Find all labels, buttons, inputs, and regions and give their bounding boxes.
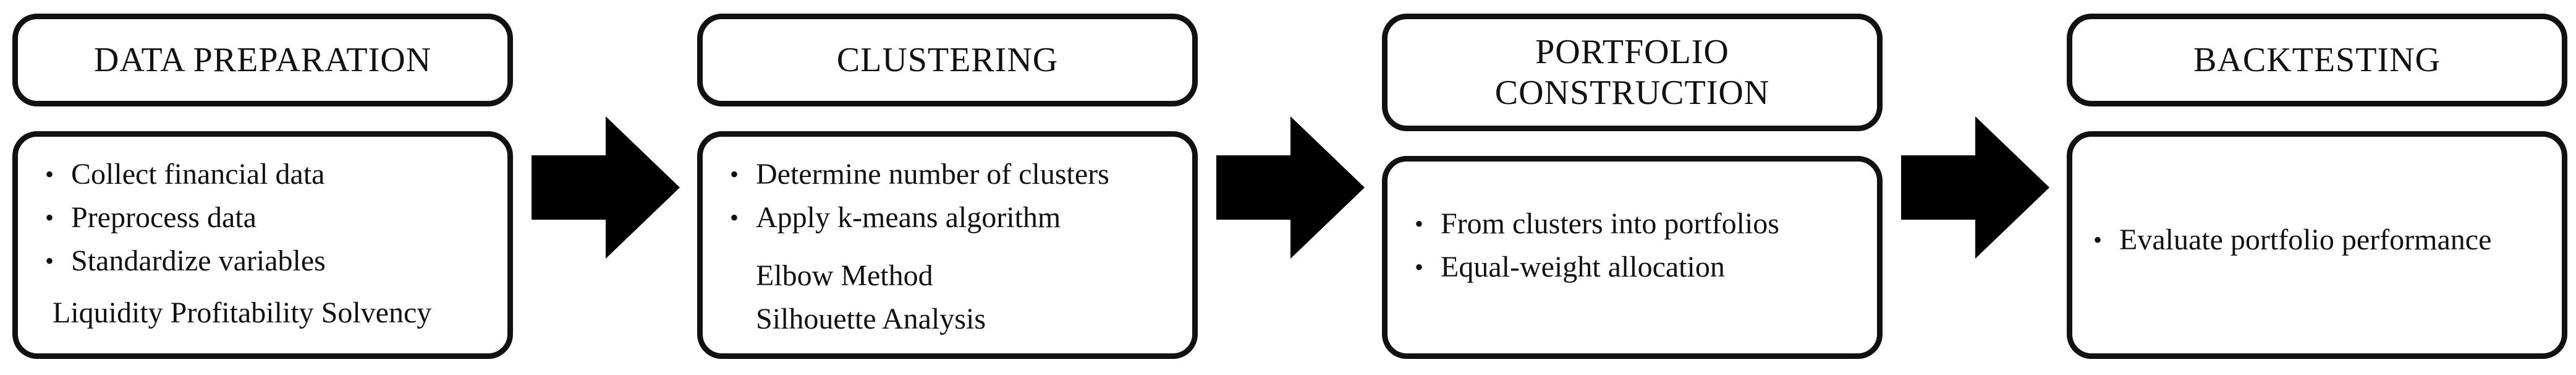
bullet-icon: • bbox=[45, 160, 54, 188]
sub-label: Silhouette Analysis bbox=[756, 303, 986, 335]
flow-arrow-icon bbox=[532, 116, 680, 259]
list-item: •Apply k-means algorithm bbox=[726, 196, 1192, 239]
stage-title: CLUSTERING bbox=[836, 41, 1059, 79]
bullet-icon: • bbox=[1415, 253, 1424, 281]
stage-backtesting-content-box: •Evaluate portfolio performance bbox=[2067, 131, 2567, 359]
stage-portfolio-construction-title-box: PORTFOLIO CONSTRUCTION bbox=[1382, 14, 1883, 131]
stage-title: DATA PREPARATION bbox=[93, 41, 432, 79]
list-item: •Collect financial data bbox=[41, 153, 507, 196]
stage-clustering-title-box: CLUSTERING bbox=[697, 14, 1198, 106]
bullet-icon: • bbox=[730, 160, 739, 188]
list-item: •Determine number of clusters bbox=[726, 153, 1192, 196]
list-item: •Evaluate portfolio performance bbox=[2090, 218, 2562, 262]
stage-backtesting-title-box: BACKTESTING bbox=[2067, 14, 2567, 106]
flow-arrow-icon bbox=[1901, 116, 2049, 259]
stage-data-preparation-content-box: •Collect financial data •Preprocess data… bbox=[12, 131, 513, 359]
bullet-list: •Determine number of clusters •Apply k-m… bbox=[726, 153, 1192, 239]
stage-portfolio-construction-content-box: •From clusters into portfolios •Equal-we… bbox=[1382, 156, 1883, 359]
stage-title: BACKTESTING bbox=[2193, 41, 2441, 79]
bullet-icon: • bbox=[45, 204, 54, 231]
bullet-icon: • bbox=[1415, 210, 1424, 238]
sub-label: Liquidity Profitability Solvency bbox=[53, 296, 432, 329]
sub-label: Elbow Method bbox=[756, 259, 933, 292]
stage-title: PORTFOLIO CONSTRUCTION bbox=[1494, 33, 1770, 112]
stage-data-preparation-title-box: DATA PREPARATION bbox=[12, 14, 513, 106]
bullet-icon: • bbox=[730, 204, 739, 231]
bullet-list: •Evaluate portfolio performance bbox=[2090, 218, 2562, 262]
bullet-list: •From clusters into portfolios •Equal-we… bbox=[1411, 202, 1877, 289]
flow-arrow-icon bbox=[1216, 116, 1365, 259]
stage-clustering-content-box: •Determine number of clusters •Apply k-m… bbox=[697, 131, 1198, 359]
list-item: •Equal-weight allocation bbox=[1411, 246, 1877, 289]
bullet-icon: • bbox=[2093, 226, 2103, 254]
list-item: •From clusters into portfolios bbox=[1411, 202, 1877, 246]
list-item: •Preprocess data bbox=[41, 196, 507, 239]
list-item: •Standardize variables bbox=[41, 239, 507, 283]
bullet-list: •Collect financial data •Preprocess data… bbox=[41, 153, 507, 283]
bullet-icon: • bbox=[45, 247, 54, 275]
